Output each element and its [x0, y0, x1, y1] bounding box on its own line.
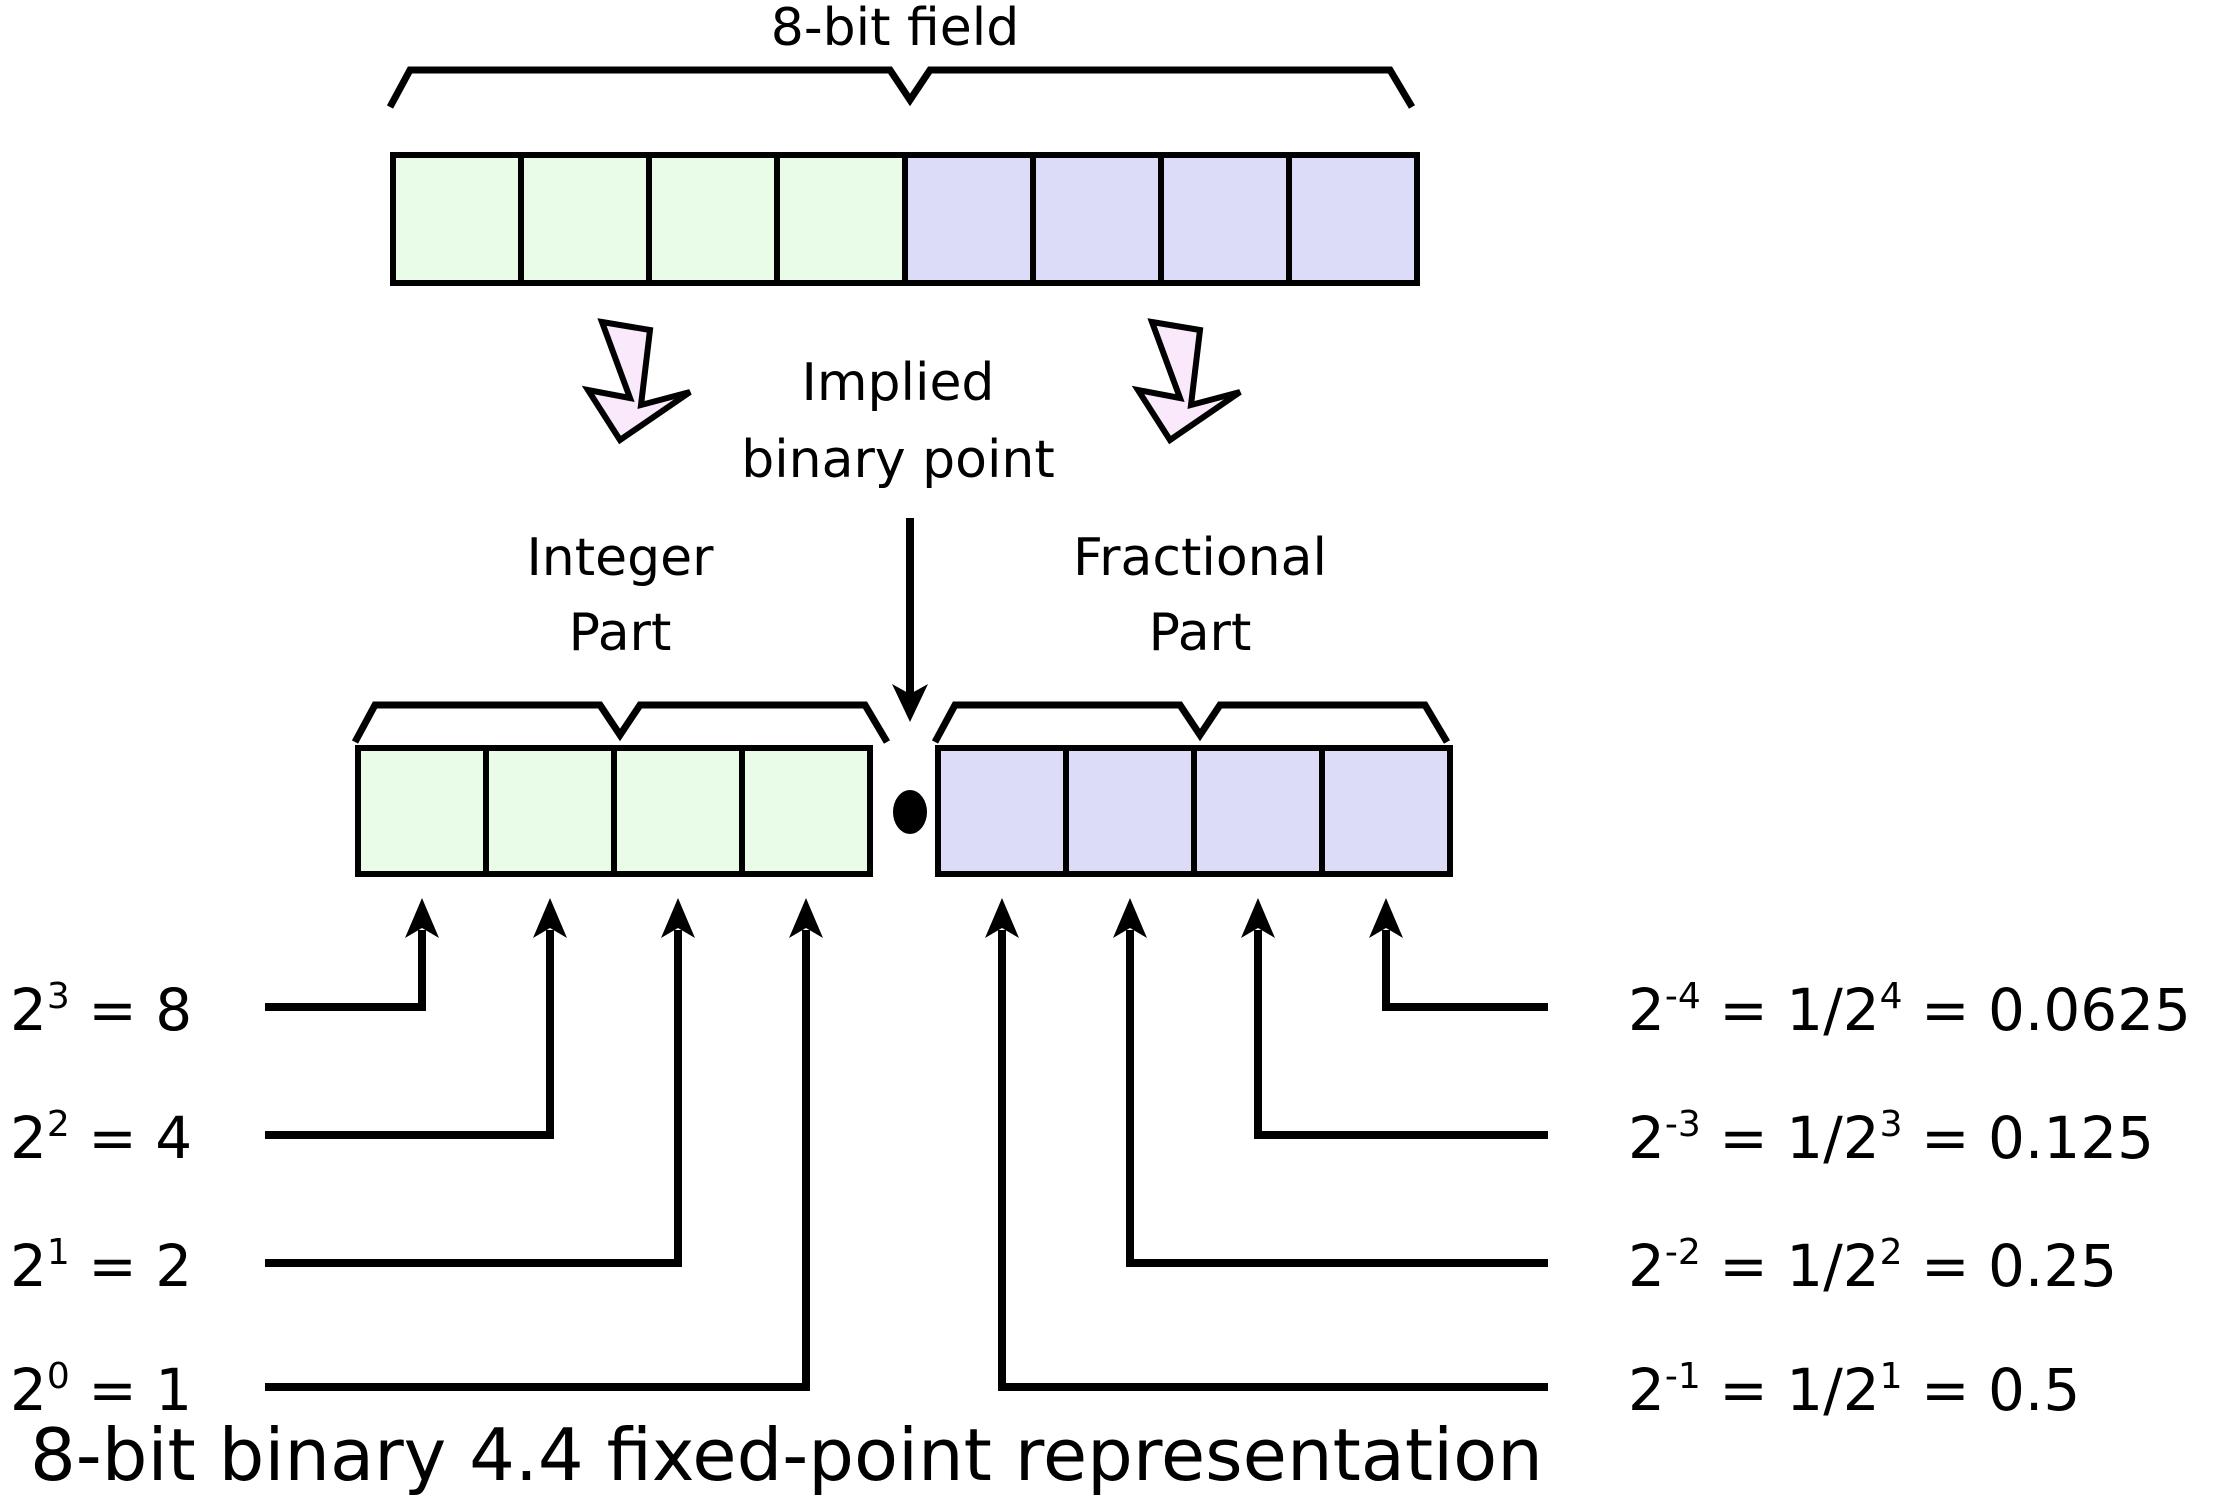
frac-w2-mid-exp: 2 — [1880, 1232, 1903, 1273]
connector-frac-bit1 — [998, 930, 1548, 1391]
frac-w0-mid-base: 1/2 — [1786, 976, 1879, 1044]
arrowhead-frac-bit1 — [985, 898, 1019, 938]
frac-w0-eq: = 0.0625 — [1903, 976, 2191, 1044]
frac-w1-mid-exp: 3 — [1880, 1104, 1903, 1145]
integer-weight-label-0: 23 = 8 — [10, 976, 192, 1044]
frac-w1-eq: = 0.125 — [1903, 1104, 2155, 1172]
integer-weight-label-1: 22 = 4 — [10, 1104, 192, 1172]
arrowhead-int-bit1 — [661, 898, 695, 938]
fractional-weight-labels: 2-4 = 1/24 = 0.0625 2-3 = 1/23 = 0.125 2… — [1628, 976, 2191, 1424]
connector-int-bit3 — [265, 930, 426, 1011]
int-w2-eq: = 2 — [70, 1232, 192, 1300]
top-cell-int-2 — [518, 152, 652, 286]
down-arrow-icon-left — [581, 318, 692, 445]
top-field-title: 8-bit field — [771, 0, 1019, 58]
int-w3-exp: 0 — [47, 1356, 70, 1397]
connector-int-bit1 — [265, 930, 682, 1267]
int-w1-eq: = 4 — [70, 1104, 192, 1172]
integer-weight-label-2: 21 = 2 — [10, 1232, 192, 1300]
integer-part-brace — [351, 701, 891, 744]
fractional-part-cells — [935, 745, 1453, 877]
frac-w3-mid-base: 1/2 — [1786, 1356, 1879, 1424]
top-cell-int-3 — [390, 152, 524, 286]
fractional-weight-label-1: 2-3 = 1/23 = 0.125 — [1628, 1104, 2154, 1172]
arrowhead-int-bit0 — [789, 898, 823, 938]
fractional-weight-label-2: 2-2 = 1/22 = 0.25 — [1628, 1232, 2117, 1300]
integer-weight-labels: 23 = 8 22 = 4 21 = 2 20 = 1 — [10, 976, 192, 1424]
connector-int-bit0 — [265, 930, 810, 1391]
int-w1-base: 2 — [10, 1104, 47, 1172]
fractional-part-brace — [931, 701, 1451, 744]
connector-int-bit2 — [265, 930, 554, 1139]
frac-w3-mid-exp: 1 — [1880, 1356, 1903, 1397]
int-w0-base: 2 — [10, 976, 47, 1044]
frac-cell-bit1 — [935, 745, 1069, 877]
fractional-part-label-line1: Fractional — [1073, 528, 1327, 588]
frac-w3-base: 2 — [1628, 1356, 1665, 1424]
integer-part-cells — [355, 745, 873, 877]
frac-w2-eq: = 0.25 — [1903, 1232, 2118, 1300]
frac-w1-exp: -3 — [1665, 1104, 1701, 1145]
int-w0-eq: = 8 — [70, 976, 192, 1044]
frac-w2-exp: -2 — [1665, 1232, 1701, 1273]
fractional-weight-label-0: 2-4 = 1/24 = 0.0625 — [1628, 976, 2191, 1044]
top-field-brace — [386, 66, 1416, 109]
frac-w3-eq: = 0.5 — [1903, 1356, 2081, 1424]
int-cell-bit2 — [483, 745, 617, 877]
arrowhead-frac-bit4 — [1369, 898, 1403, 938]
integer-part-label-line2: Part — [569, 603, 672, 663]
top-field-cells — [390, 152, 1420, 286]
int-w2-exp: 1 — [47, 1232, 70, 1273]
connector-frac-bit3 — [1254, 930, 1548, 1139]
implied-point-arrowhead — [892, 684, 928, 722]
implied-binary-point-label-line1: Implied — [802, 353, 995, 413]
top-cell-int-0 — [774, 152, 908, 286]
connector-frac-bit2 — [1126, 930, 1548, 1267]
implied-binary-point-label-line2: binary point — [741, 430, 1055, 490]
frac-w0-base: 2 — [1628, 976, 1665, 1044]
int-w3-eq: = 1 — [70, 1356, 192, 1424]
diagram-caption: 8-bit binary 4.4 fixed-point representat… — [30, 1413, 1543, 1497]
arrowhead-int-bit2 — [533, 898, 567, 938]
frac-w1-base: 2 — [1628, 1104, 1665, 1172]
top-cell-frac-2 — [1030, 152, 1164, 286]
frac-w2-mid-base: 1/2 — [1786, 1232, 1879, 1300]
arrowhead-frac-bit3 — [1241, 898, 1275, 938]
frac-cell-bit3 — [1191, 745, 1325, 877]
fractional-part-label-line2: Part — [1149, 603, 1252, 663]
arrowhead-int-bit3 — [405, 898, 439, 938]
connector-frac-bit4 — [1382, 930, 1548, 1011]
int-w3-base: 2 — [10, 1356, 47, 1424]
top-cell-int-1 — [646, 152, 780, 286]
frac-w1-mid-base: 1/2 — [1786, 1104, 1879, 1172]
int-w2-base: 2 — [10, 1232, 47, 1300]
top-cell-frac-4 — [1286, 152, 1420, 286]
integer-part-label-line1: Integer — [526, 528, 714, 588]
int-cell-bit3 — [355, 745, 489, 877]
frac-cell-bit4 — [1319, 745, 1453, 877]
frac-w0-exp: -4 — [1665, 976, 1701, 1017]
frac-w0-mid-exp: 4 — [1880, 976, 1903, 1017]
integer-weight-label-3: 20 = 1 — [10, 1356, 192, 1424]
binary-point-dot-icon — [893, 790, 927, 834]
integer-weight-connectors — [265, 898, 823, 1391]
frac-cell-bit2 — [1063, 745, 1197, 877]
fractional-weight-label-3: 2-1 = 1/21 = 0.5 — [1628, 1356, 2080, 1424]
top-cell-frac-3 — [1158, 152, 1292, 286]
arrowhead-frac-bit2 — [1113, 898, 1147, 938]
down-arrow-icon-right — [1131, 318, 1242, 445]
top-cell-frac-1 — [902, 152, 1036, 286]
frac-w2-base: 2 — [1628, 1232, 1665, 1300]
int-w0-exp: 3 — [47, 976, 70, 1017]
frac-w3-exp: -1 — [1665, 1356, 1701, 1397]
int-cell-bit1 — [611, 745, 745, 877]
int-w1-exp: 2 — [47, 1104, 70, 1145]
int-cell-bit0 — [739, 745, 873, 877]
fractional-weight-connectors — [985, 898, 1548, 1391]
